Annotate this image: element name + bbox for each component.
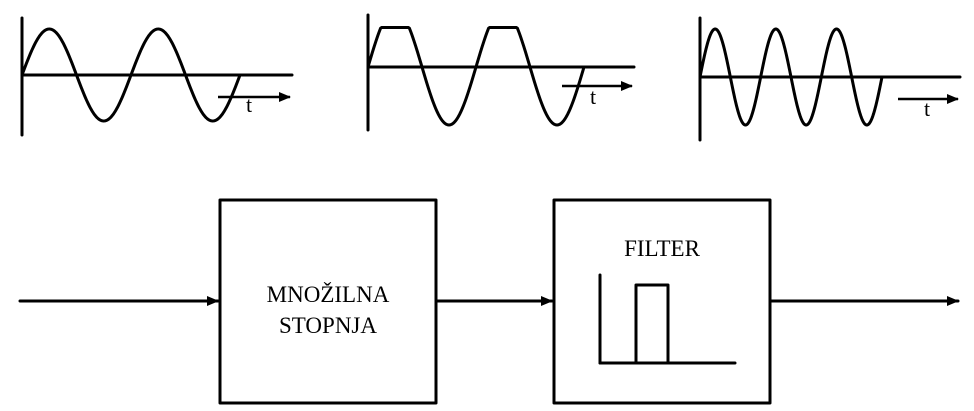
multiplier-block-label-line2: STOPNJA (279, 313, 377, 338)
multiplier-block-label-line1: MNOŽILNA (267, 282, 390, 307)
filter-passband-rect (634, 283, 670, 365)
waveform-harmonic-time-label: t (924, 96, 930, 121)
waveform-harmonic: t (698, 16, 962, 142)
waveform-input: t (20, 16, 294, 137)
waveform-input-sine (20, 27, 242, 123)
filter-passband-icon (598, 273, 737, 365)
filter-block-title: FILTER (624, 236, 700, 261)
waveform-clipped-sine (366, 26, 586, 127)
filter-block (552, 198, 772, 405)
waveform-input-time-label: t (246, 92, 252, 117)
waveform-harmonic-sine (698, 27, 884, 127)
waveform-clipped-time-label: t (590, 84, 596, 109)
waveform-clipped: t (366, 13, 636, 132)
